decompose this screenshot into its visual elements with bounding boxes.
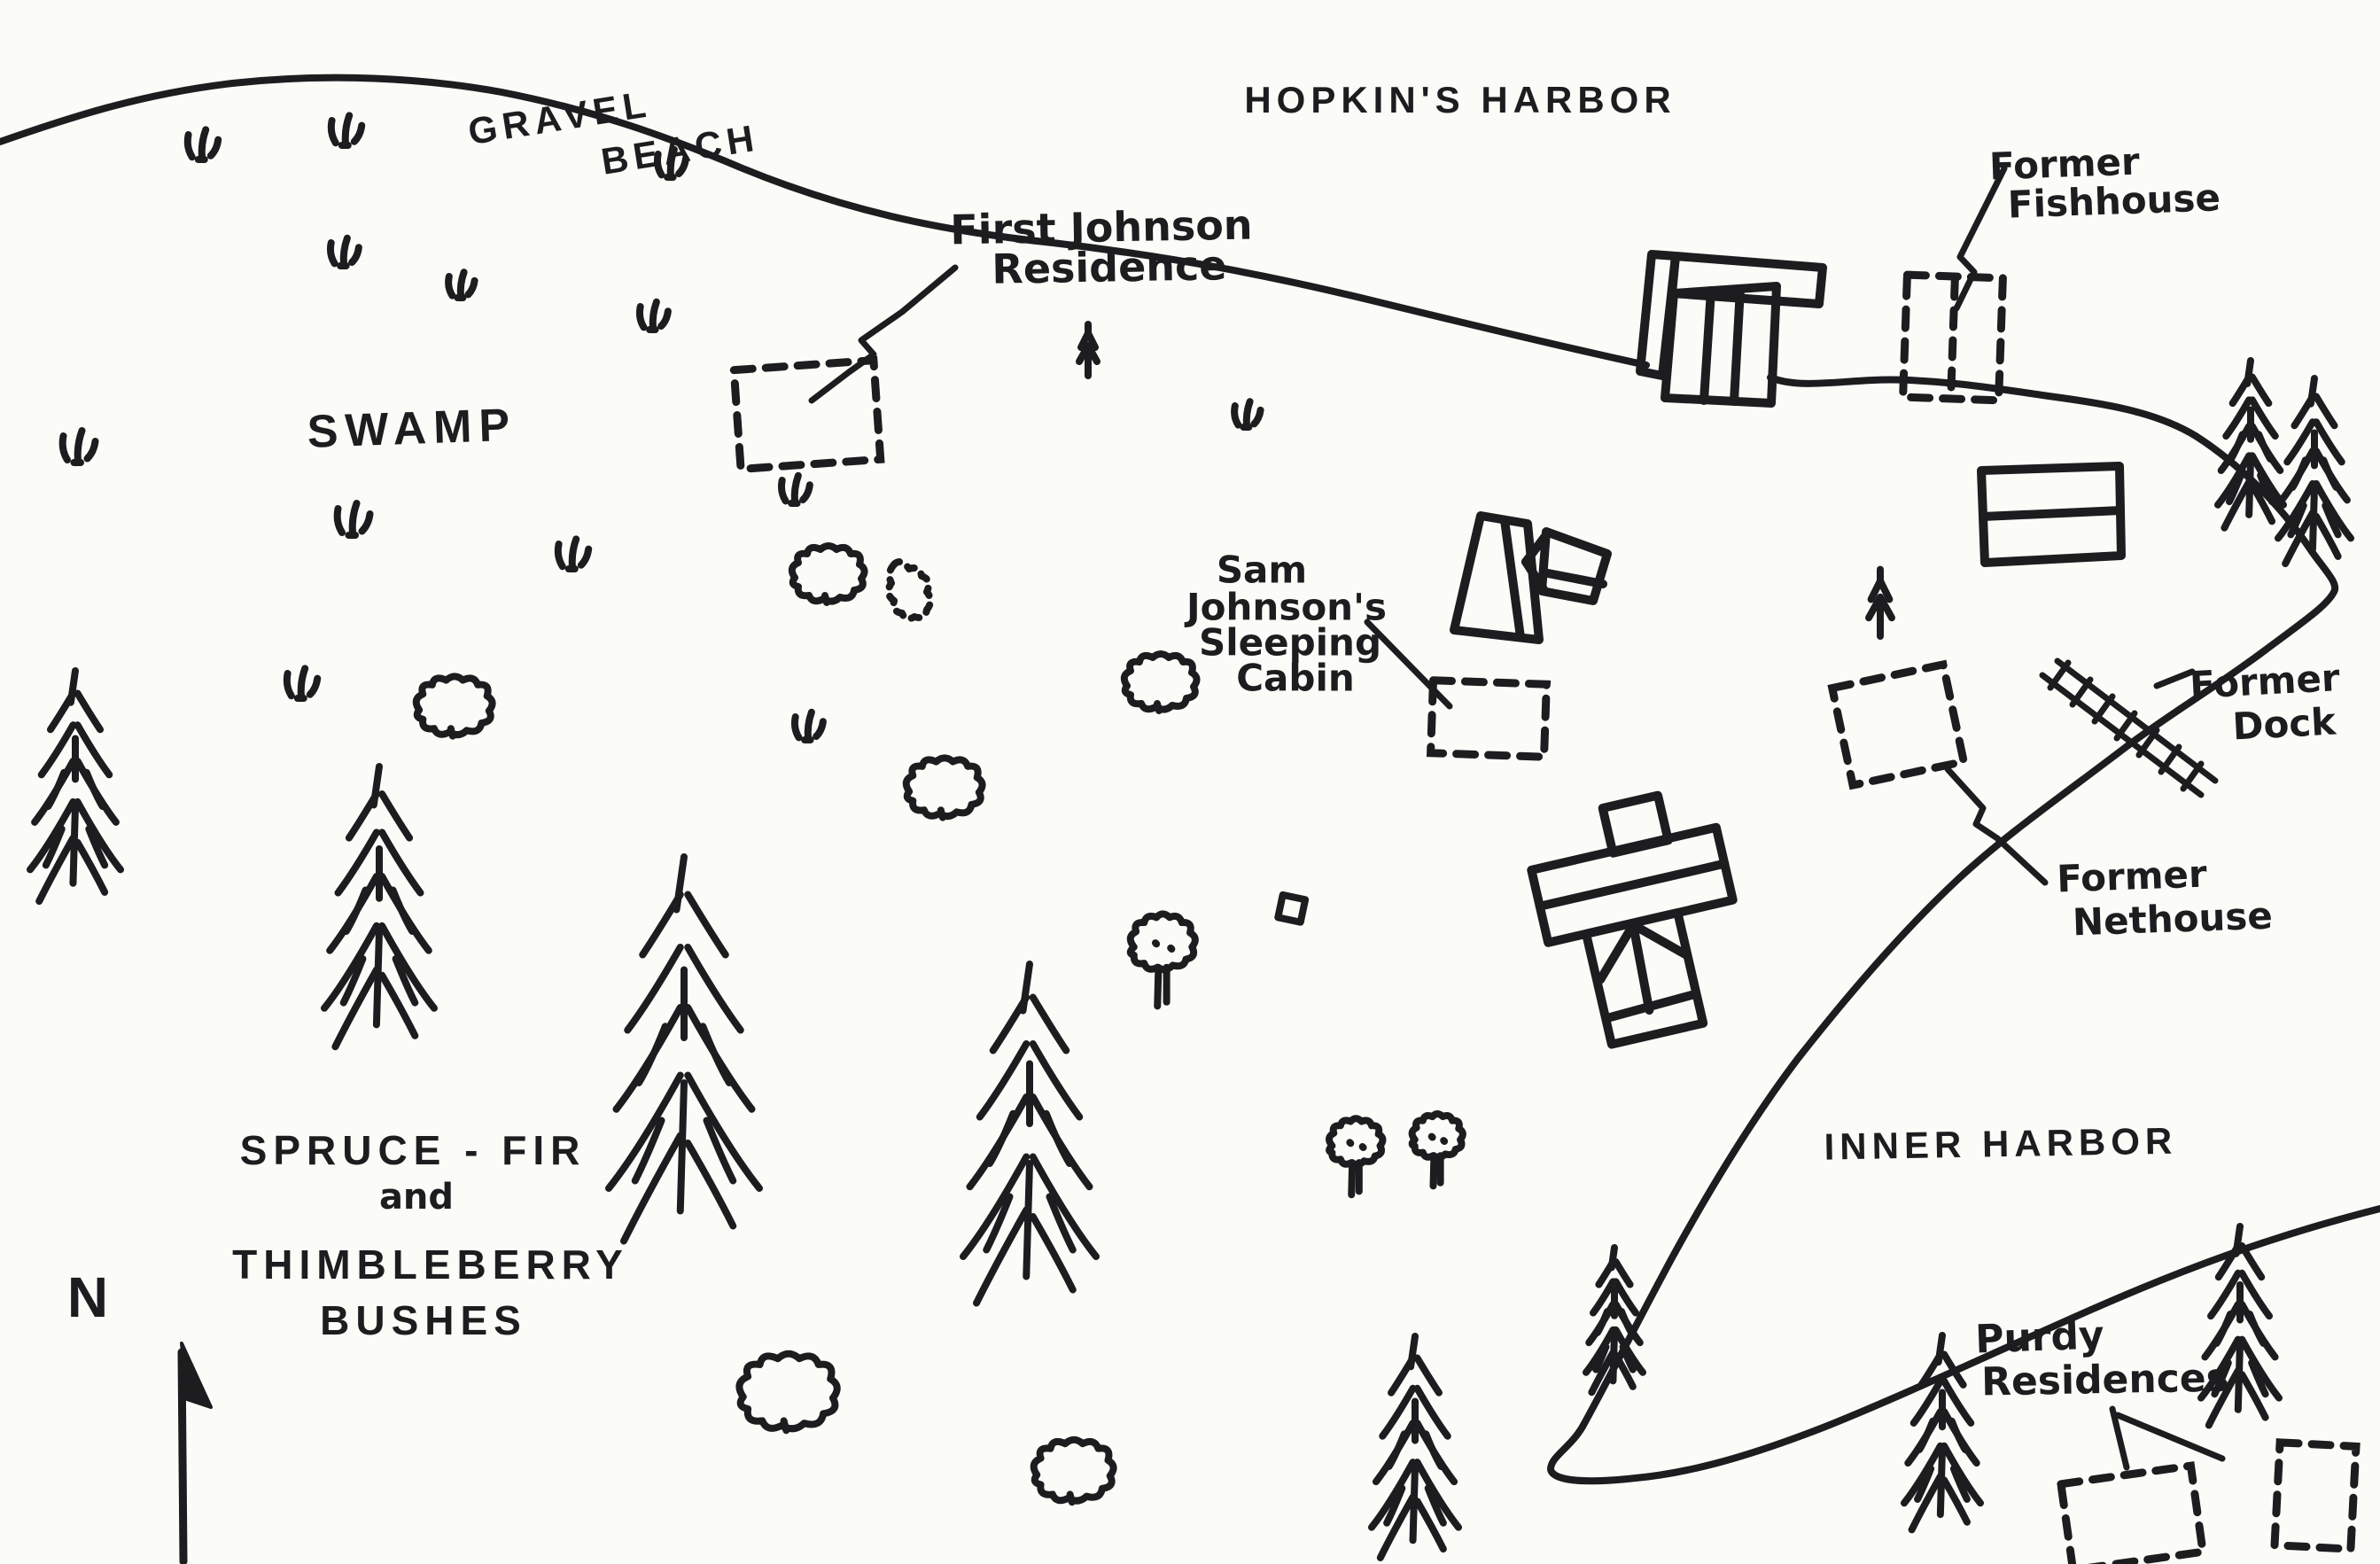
former-dock-structure (2039, 658, 2219, 798)
fir-icon (2218, 361, 2283, 528)
grass-icon (63, 431, 96, 463)
vegetation-note-line-1-label: SPRUCE - FIR (240, 1127, 587, 1173)
roundtree-icon (1329, 1118, 1382, 1194)
sleeping-cabin-leader (1364, 619, 1453, 710)
former-dock-line-1-label: Former (2189, 656, 2341, 707)
grass-icon (448, 272, 474, 298)
former-nethouse-line-2-label: Nethouse (2072, 894, 2273, 945)
purdy-leader-barb (2109, 1405, 2130, 1471)
bush-icon (1034, 1440, 1114, 1502)
north-letter-label: N (67, 1265, 108, 1329)
first-johnson-line-2-label: Residence (992, 241, 1227, 293)
former-nethouse-line-1-label: Former (2056, 852, 2207, 901)
roundtree-icon (1131, 914, 1195, 1006)
roundtree-icon (1412, 1114, 1463, 1186)
grass-icon (558, 539, 588, 569)
former-fishhouse-line-1-label: Former (1988, 140, 2140, 189)
sam-johnson-line-2-label: Johnson's (1184, 586, 1387, 629)
sam-johnson-line-1-label: Sam (1217, 549, 1307, 592)
former-fishhouse-site-divider (1947, 276, 1959, 400)
sapling-icon (1079, 324, 1097, 376)
waterfront-building (1636, 250, 1827, 408)
label-leader-lines (808, 165, 2226, 1471)
vegetation-note-line-4-label: BUSHES (320, 1297, 527, 1343)
sam-johnson-line-4-label: Cabin (1236, 657, 1355, 700)
fir-icon (1372, 1336, 1458, 1558)
fir-icon (609, 857, 759, 1241)
purdy-line-2-label: Residences (1981, 1356, 2230, 1405)
fir-icon (963, 964, 1096, 1303)
tinybox-icon (1278, 895, 1305, 922)
purdy-line-1-label: Purdy (1974, 1312, 2104, 1362)
bush-icon (792, 546, 865, 603)
grass-icon (287, 668, 317, 698)
former-fishhouse-leader (1953, 165, 2008, 312)
t-shaped-house (1527, 790, 1738, 1049)
bush-icon (1124, 654, 1197, 711)
former-fishhouse-line-2-label: Fishhouse (2007, 175, 2221, 226)
vegetation-note-line-3-label: THIMBLEBERRY (232, 1241, 629, 1288)
purdy-residence-site-2 (2270, 1438, 2361, 1553)
sam-johnson-line-3-label: Sleeping (1199, 621, 1381, 665)
former-nethouse-leader (1944, 766, 2049, 886)
former-dock-leader (2153, 668, 2196, 689)
inner-harbor-label: INNER HARBOR (1824, 1120, 2177, 1168)
shoreline-gravel-beach (0, 74, 2199, 440)
hopkins-harbor-label: HOPKIN'S HARBOR (1244, 79, 1676, 121)
vegetation-note-line-2-label: and (379, 1177, 454, 1218)
fir-icon (2278, 378, 2351, 564)
two-room-outbuilding (1977, 462, 2126, 567)
sam-johnson-sleeping-cabin-site (1426, 676, 1552, 761)
grass-icon (782, 476, 810, 503)
sapling-icon (1869, 570, 1892, 636)
former-nethouse-site (1827, 659, 1969, 790)
first-johnson-line-1-label: First Johnson (950, 201, 1253, 254)
grass-icon (640, 302, 668, 330)
main-house (1450, 511, 1612, 644)
former-dock-line-2-label: Dock (2231, 699, 2337, 748)
grass-icon (338, 503, 370, 535)
former-structure-sites (729, 270, 2361, 1564)
swamp-label: SWAMP (307, 400, 517, 458)
grass-icon (331, 238, 359, 266)
grass-icon (188, 129, 218, 160)
shoreline-inner-harbor (1547, 432, 2380, 1485)
grass-icon (1234, 401, 1260, 427)
first-johnson-residence-site (729, 355, 885, 474)
fir-icon (1586, 1248, 1643, 1392)
bush-icon (906, 758, 983, 817)
north-arrow (177, 1342, 213, 1564)
fir-icon (30, 671, 121, 901)
first-johnson-leader (808, 264, 959, 404)
dashbush-icon (889, 562, 930, 619)
bush-icon (739, 1354, 836, 1430)
fir-icon (324, 766, 434, 1047)
grass-icon (331, 115, 362, 145)
grass-icon (795, 712, 823, 740)
purdy-leader-main (2114, 1412, 2226, 1462)
bush-icon (416, 676, 493, 735)
purdy-residence-site-1 (2056, 1461, 2208, 1564)
